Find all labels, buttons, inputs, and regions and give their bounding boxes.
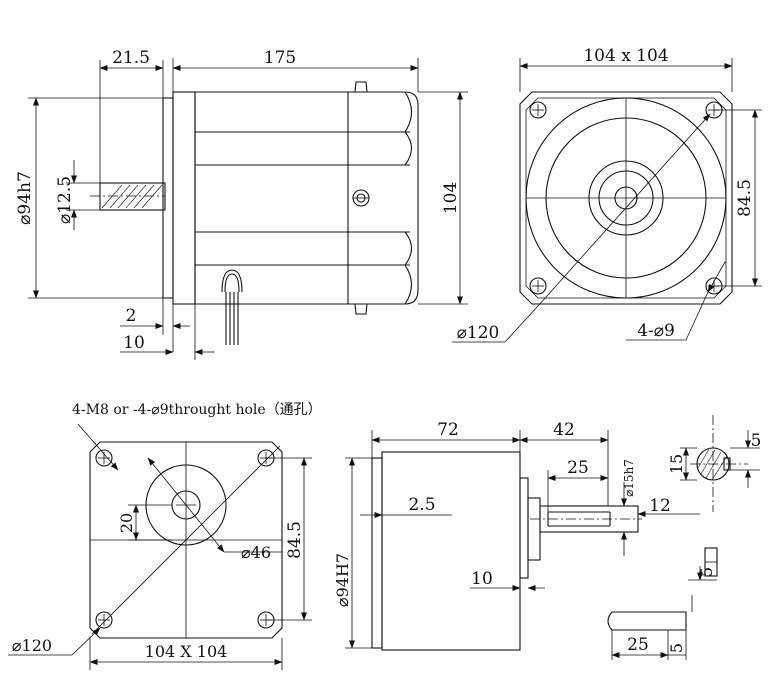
motor-flange [172,91,196,305]
front-flange-outline [519,91,733,305]
dim-front-bolt-spacing: 84.5 [735,179,755,217]
dim-body-length: 175 [264,48,296,68]
dim-pilot-step: 2 [126,306,137,326]
dim-flange-length: 21.5 [112,48,150,68]
key-detail-view: 5 25 5 [607,547,718,660]
gearbox-body [381,451,521,651]
dim-gearbox-width: 104 X 104 [145,642,228,661]
dim-shaft-diameter: ⌀12.5 [55,176,75,224]
gearbox-front-view: 4-M8 or -4-⌀9throught hole（通孔） 20 ⌀46 84… [8,402,322,670]
dim-flange-thickness: 10 [123,333,145,353]
dim-shaft-offset: 20 [117,513,136,533]
shaft-section-view: 5 15 [667,415,761,512]
key-side-view [607,611,687,631]
dim-front-holes: 4-⌀9 [637,321,675,341]
shaft-section-circle [696,447,730,481]
dim-gearbox-flange-thickness: 10 [471,569,493,589]
dim-front-width: 104 x 104 [583,46,668,66]
dim-height: 104 [441,182,461,214]
dim-gearbox-length: 72 [437,420,459,440]
motor-front-view: 104 x 104 84.5 ⌀120 4-⌀9 [452,46,762,343]
dim-section-key-depth: 15 [667,454,686,474]
gearbox-side-view: 72 42 25 ⌀15h7 2.5 12 ⌀94H7 10 [333,420,700,651]
motor-shaft [99,182,166,211]
dim-section-key-width: 5 [751,431,762,451]
dim-shaft-extension: 12 [649,496,671,516]
dim-key-detail-length: 25 [627,635,649,655]
dim-output-shaft-length: 42 [553,420,575,440]
dim-boss: ⌀46 [241,543,271,562]
gearbox-front-ring [519,477,529,579]
dim-pilot-diameter: ⌀94h7 [15,171,35,225]
dim-gearbox-bolt-circle: ⌀120 [12,636,52,655]
dim-front-bolt-circle: ⌀120 [457,323,500,343]
dim-key-height: 5 [697,567,716,577]
top-bolt-icon [354,81,368,93]
dim-key-thickness: 5 [667,643,686,653]
shaft-hatch [101,184,163,209]
note-holes: 4-M8 or -4-⌀9throught hole（通孔） [72,402,322,418]
dim-gearbox-bolt-spacing: 84.5 [285,521,305,559]
gearbox-mounting-hole-icons [95,449,275,629]
gearbox-outline [89,441,283,639]
dim-key-length: 25 [567,458,589,478]
bottom-bolt-icon [354,303,368,315]
gearbox-pilot [371,457,383,649]
dim-gearbox-pilot-step: 2.5 [408,495,435,515]
dim-output-shaft-diameter: ⌀15h7 [622,459,636,497]
motor-side-view: 21.5 175 104 ⌀94h7 ⌀12.5 2 10 [15,48,468,360]
motor-body [194,91,419,305]
dim-gearbox-pilot-diameter: ⌀94H7 [333,553,352,607]
motor-cable-icon [221,269,243,345]
